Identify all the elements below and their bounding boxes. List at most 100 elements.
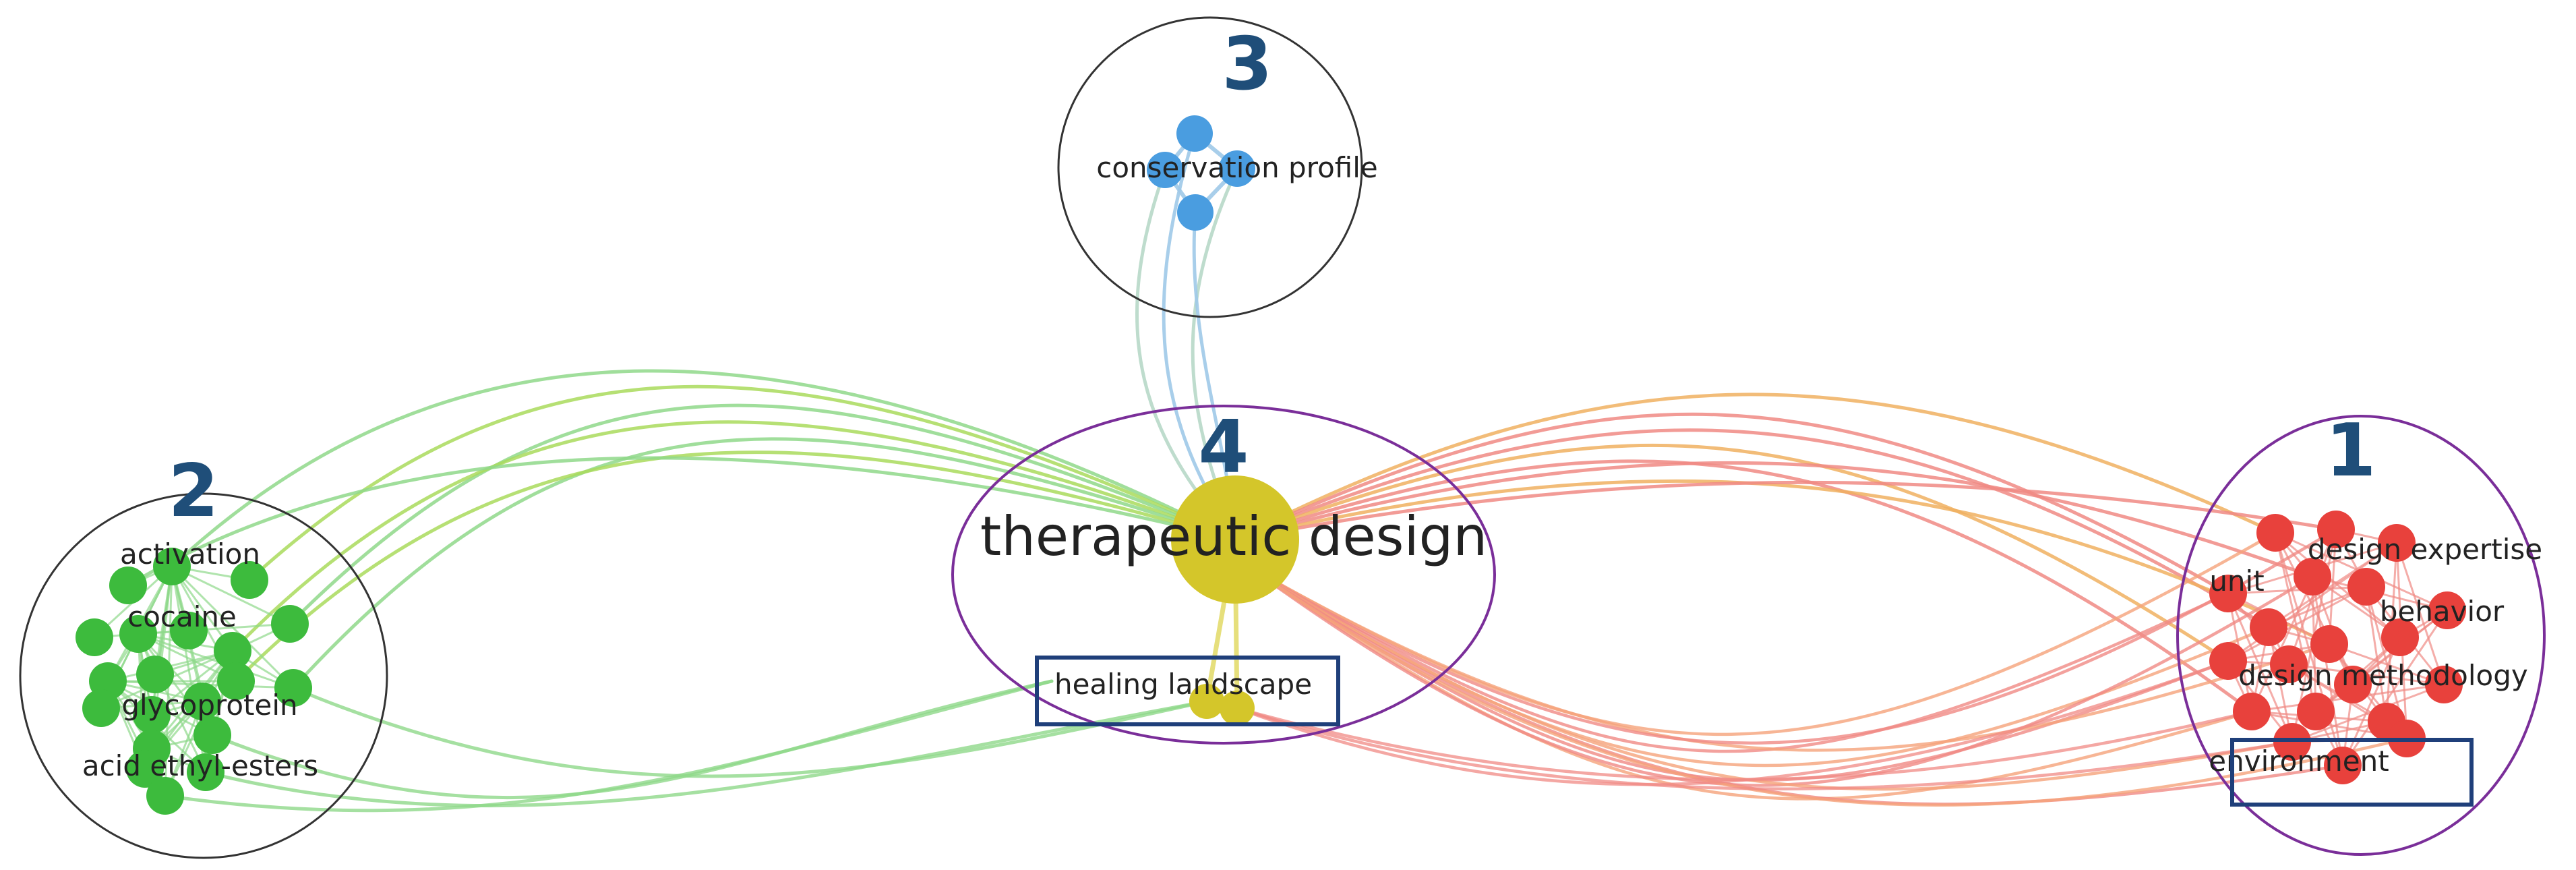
label-behavior: behavior bbox=[2380, 595, 2505, 628]
link-red-hub-upper bbox=[1233, 444, 2230, 663]
link-red-hub-upper bbox=[1233, 412, 2230, 596]
label-therapeutic-design: therapeutic design bbox=[980, 505, 1487, 568]
link-red-hub-upper bbox=[1233, 393, 2277, 542]
cluster-4-outline bbox=[951, 405, 1496, 745]
node-red bbox=[2233, 693, 2271, 730]
link-green-internal bbox=[137, 633, 295, 689]
link-green-hub bbox=[170, 369, 1237, 569]
node-red bbox=[2324, 747, 2362, 784]
link-red-internal bbox=[2328, 643, 2445, 686]
link-red-hub-upper bbox=[1233, 428, 2271, 629]
label-glycoprotein: glycoprotein bbox=[121, 689, 297, 722]
link-red-internal bbox=[2395, 542, 2445, 686]
node-yellow bbox=[1189, 684, 1224, 719]
link-green-internal bbox=[171, 565, 291, 625]
node-red bbox=[2347, 568, 2385, 606]
node-green bbox=[170, 612, 208, 649]
node-red bbox=[2209, 575, 2247, 612]
node-blue bbox=[1147, 152, 1183, 188]
node-blue bbox=[1176, 115, 1213, 152]
node-green bbox=[153, 548, 191, 585]
link-red-hub-lower bbox=[1247, 564, 2230, 753]
node-blue bbox=[1177, 194, 1214, 231]
link-red-internal bbox=[2365, 585, 2388, 723]
node-green bbox=[146, 777, 184, 815]
node-red bbox=[2294, 558, 2331, 596]
node-green bbox=[271, 605, 309, 643]
link-red-internal bbox=[2267, 626, 2294, 743]
link-red-hub-lower bbox=[1247, 564, 2254, 801]
link-green-internal bbox=[137, 622, 291, 635]
link-red-hub-lower bbox=[1247, 527, 2338, 745]
node-green bbox=[187, 753, 224, 791]
link-red-internal bbox=[2227, 585, 2368, 595]
node-blue bbox=[1219, 150, 1255, 187]
node-therapeutic-design bbox=[1171, 475, 1299, 604]
link-green-hub bbox=[126, 456, 1237, 587]
node-green bbox=[82, 689, 120, 727]
cluster-1-outline bbox=[2176, 415, 2546, 856]
cluster-1-number: 1 bbox=[2325, 409, 2376, 493]
node-red bbox=[2256, 514, 2294, 552]
node-green bbox=[136, 656, 174, 693]
highlight-box-environment bbox=[2230, 738, 2474, 807]
link-red-hub-upper bbox=[1233, 480, 2338, 542]
label-acid-ethyl-esters: acid ethyl-esters bbox=[82, 749, 318, 782]
cluster-3-outline bbox=[1057, 16, 1363, 318]
link-red-healing bbox=[1235, 659, 2230, 786]
cluster-3-number: 3 bbox=[1222, 22, 1272, 107]
link-green-hub bbox=[231, 420, 1237, 653]
node-red bbox=[2381, 618, 2419, 656]
label-design-methodology: design methodology bbox=[2238, 659, 2527, 692]
link-red-healing bbox=[1235, 706, 2254, 782]
node-yellow bbox=[1220, 691, 1255, 726]
link-red-hub-lower bbox=[1247, 564, 2409, 807]
link-green-lower bbox=[204, 699, 1209, 808]
node-green bbox=[231, 561, 268, 599]
cluster-1-links bbox=[1233, 393, 2409, 807]
node-green bbox=[214, 632, 251, 670]
cluster-4-number: 4 bbox=[1198, 405, 1249, 490]
label-environment: environment bbox=[2209, 745, 2389, 778]
label-activation: activation bbox=[120, 538, 260, 571]
node-green bbox=[133, 696, 171, 734]
node-red bbox=[2378, 524, 2416, 562]
link-red-internal bbox=[2274, 531, 2317, 713]
label-cocaine: cocaine bbox=[127, 600, 237, 633]
node-red bbox=[2297, 693, 2335, 730]
link-red-internal bbox=[2227, 585, 2368, 662]
node-red bbox=[2270, 645, 2308, 683]
link-green-lower bbox=[210, 679, 1054, 800]
node-green bbox=[183, 683, 221, 720]
highlight-box-healing-landscape bbox=[1035, 656, 1340, 726]
node-red bbox=[2317, 511, 2355, 548]
node-green bbox=[119, 615, 157, 653]
cluster-2-number: 2 bbox=[168, 449, 218, 533]
node-red bbox=[2425, 666, 2463, 703]
link-red-hub-upper bbox=[1233, 461, 2314, 579]
label-design-expertise: design expertise bbox=[2308, 533, 2542, 566]
node-red bbox=[2334, 666, 2372, 703]
node-red bbox=[2428, 591, 2466, 629]
node-green bbox=[126, 750, 164, 788]
node-red bbox=[2209, 642, 2247, 680]
link-green-hub bbox=[247, 384, 1237, 582]
link-red-hub-lower bbox=[1247, 564, 2294, 791]
node-red bbox=[2310, 625, 2348, 663]
label-conservation-profile: conservation profile bbox=[1096, 151, 1377, 184]
node-red bbox=[2250, 608, 2287, 646]
keyword-nodes bbox=[76, 115, 2466, 815]
link-green-lower bbox=[291, 686, 1209, 778]
node-green bbox=[193, 716, 231, 754]
link-red-hub-lower bbox=[1247, 564, 2331, 752]
node-green bbox=[76, 618, 113, 656]
link-red-hub-upper bbox=[1233, 459, 2254, 714]
link-red-hub-lower bbox=[1247, 564, 2314, 787]
cluster-2-links bbox=[126, 369, 1237, 813]
link-red-internal bbox=[2291, 683, 2445, 743]
label-unit: unit bbox=[2209, 564, 2264, 598]
node-green bbox=[274, 669, 312, 707]
node-green bbox=[217, 662, 255, 700]
link-green-hub bbox=[291, 437, 1237, 690]
